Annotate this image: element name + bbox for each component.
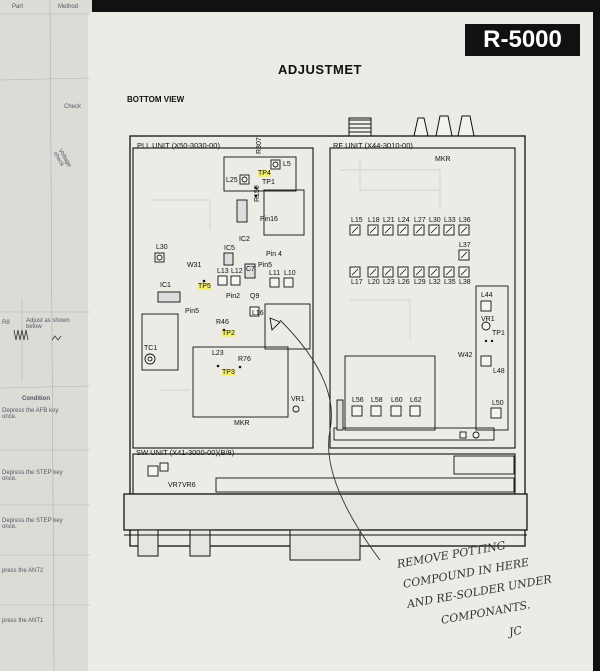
component-label: L33 [444,217,456,224]
component-label: L13 [217,268,229,275]
component-label: W42 [458,352,473,359]
test-point-label: TP2 [222,330,235,337]
component-label: L56 [352,397,364,404]
test-point-label: TP4 [258,170,271,177]
component-label: L26 [398,279,410,286]
pll-unit-label: PLL UNIT (X50-3030-00) [137,141,220,150]
left-text: press the ANT1 [2,618,44,624]
view-caption: BOTTOM VIEW [127,95,185,104]
component-label: R307 [256,137,263,154]
component-label: IC1 [160,282,171,289]
component-label: TP1 [262,179,275,186]
component-label: IC5 [224,245,235,252]
pll-unit-board [132,147,314,449]
component-label: L10 [284,270,296,277]
component-label: L16 [252,310,264,317]
rf-coils-top [349,224,470,261]
component-label: TC1 [144,345,158,352]
manual-page [88,12,593,671]
component-label: L17 [351,279,363,286]
component-label: IC2 [239,236,250,243]
component-label: L36 [459,217,471,224]
component-label: IC7 [244,266,255,273]
component-label: L32 [429,279,441,286]
rf-unit-board [329,147,516,449]
component-label: R46 [216,319,229,326]
component-label: L58 [371,397,383,404]
sw-unit-label: SW UNIT (X41-3000-00)(B/8) [136,448,235,457]
left-text: Method [58,4,79,10]
component-label: L15 [351,217,363,224]
component-label: L24 [398,217,410,224]
component-label: L27 [414,217,426,224]
rear-connectors [348,115,475,137]
component-label: Pin5 [258,262,273,269]
left-text: Check [64,104,82,110]
adjust-graphic [13,329,62,341]
left-text: Depress the AFB key once. [2,408,59,420]
component-label: L37 [459,242,471,249]
component-label: L29 [414,279,426,286]
component-label: L60 [391,397,403,404]
component-label: Pin 4 [266,251,282,258]
note-pointer-line [279,319,381,561]
component-label: R150 [254,185,261,202]
model-badge: R-5000 [465,24,580,56]
component-label: L50 [492,400,504,407]
left-text: Condition [22,396,50,402]
component-label: L25 [226,177,238,184]
component-label: L62 [410,397,422,404]
component-label: L44 [481,292,493,299]
test-point-label: TP5 [198,283,211,290]
rf-coils-bottom [349,266,470,278]
component-label: VR1 [291,396,305,403]
left-table-lines [0,0,91,671]
component-label: Pin16 [260,216,278,223]
component-label: R76 [238,356,251,363]
component-label: L30 [429,217,441,224]
left-text: Depress the STEP key once. [2,518,63,530]
component-label: L11 [269,270,281,277]
component-label: L5 [283,161,291,168]
component-label: L48 [493,368,505,375]
test-point-label: TP3 [222,369,235,376]
left-text: Adjust as shown below [26,318,70,330]
left-text: Depress the STEP key once. [2,470,63,482]
component-label: W31 [187,262,202,269]
component-label: VR6 [182,482,196,489]
component-label: MKR [435,156,451,163]
component-label: MKR [234,420,250,427]
component-label: Pin5 [185,308,200,315]
component-label: VR1 [481,316,495,323]
front-panel [123,493,528,531]
component-label: Q9 [250,293,260,300]
component-label: L21 [383,217,395,224]
component-label: L30 [156,244,168,251]
component-label: L18 [368,217,380,224]
component-label: L12 [231,268,243,275]
component-label: VR7 [168,482,182,489]
handwritten-initials: JC [508,623,523,639]
component-label: L20 [368,279,380,286]
page-title: ADJUSTMET [278,62,362,77]
component-label: L23 [212,350,224,357]
component-label: Pin2 [226,293,241,300]
left-text: Part [12,4,24,10]
rf-unit-label: RF UNIT (X44-3010-00) [333,141,413,150]
component-label: L23 [383,279,395,286]
left-text: R8 [2,320,10,326]
component-label: L35 [444,279,456,286]
component-label: TP1 [492,330,505,337]
left-text: press the ANT2 [2,568,44,574]
component-label: L38 [459,279,471,286]
